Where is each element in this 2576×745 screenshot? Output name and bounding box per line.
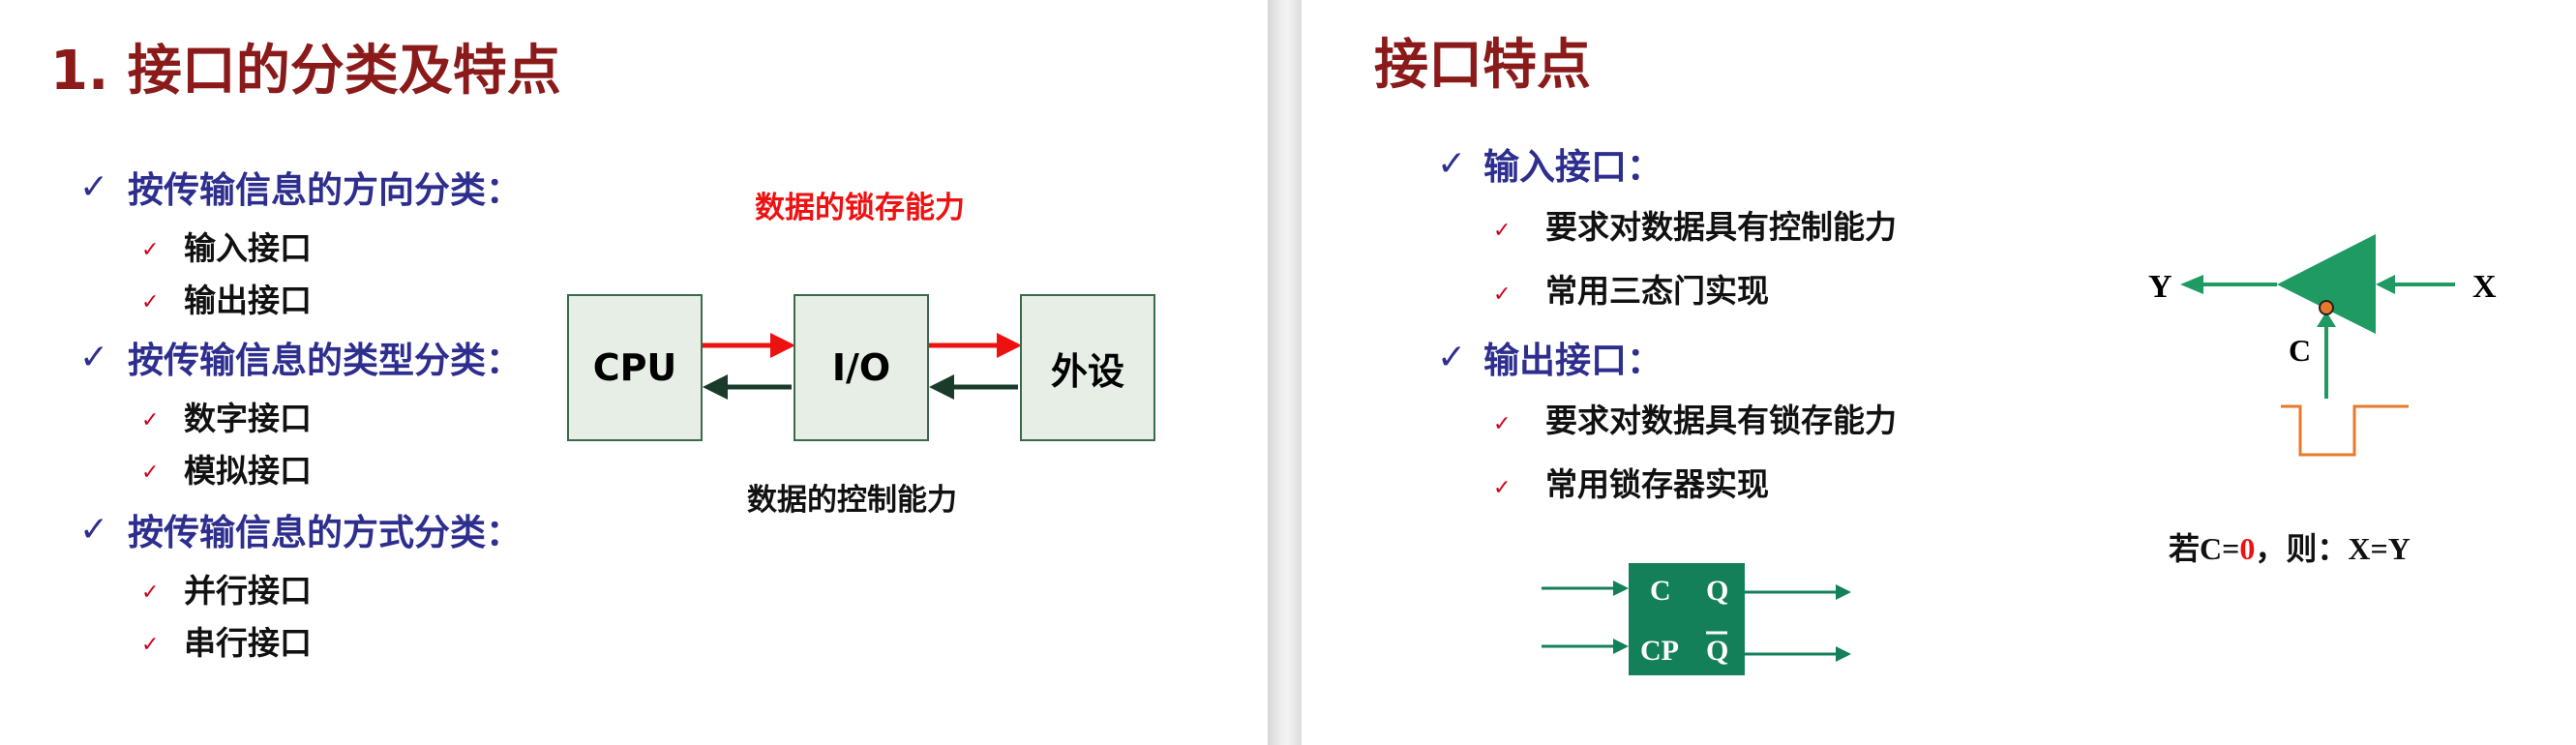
sub-item: 输出接口 [184,282,312,319]
check-icon: ✓ [79,510,109,550]
sub-item: 常用锁存器实现 [1545,465,1769,503]
check-icon: ✓ [79,167,109,207]
tristate-buffer-icon [2180,234,2455,399]
io-box: I/O [794,294,929,441]
sub-item: 常用三态门实现 [1545,272,1769,310]
condition-suffix: ，则：X=Y [2255,531,2411,566]
bullet-type: 按传输信息的类型分类： [128,340,522,381]
small-check-icon: ✓ [141,581,160,605]
check-icon: ✓ [1437,144,1467,184]
sub-item: 要求对数据具有锁存能力 [1545,402,1897,439]
bullet-direction: 按传输信息的方向分类： [128,169,522,211]
control-pulse-waveform [2281,404,2409,457]
arrowhead [703,374,728,400]
latch-pin-q: Q [1706,575,1729,607]
small-check-icon: ✓ [1493,476,1512,500]
caption-control-ability: 数据的控制能力 [747,483,957,518]
latch-pin-cp: CP [1640,635,1679,667]
bullet-input-interface: 输入接口： [1483,146,1662,188]
latch-pin-qbar: Q [1706,635,1729,667]
circuit-drawings [1542,234,2455,675]
arrowhead [770,333,795,358]
bullet-mode: 按传输信息的方式分类： [128,512,522,553]
peripheral-box: 外设 [1020,294,1155,441]
latch-block-icon [1542,563,1851,675]
condition-text: 若C=0，则：X=Y [2169,524,2411,569]
bullet-output-interface: 输出接口： [1483,340,1662,381]
small-check-icon: ✓ [1493,412,1512,436]
sub-item: 要求对数据具有控制能力 [1545,208,1897,246]
small-check-icon: ✓ [141,290,160,314]
small-check-icon: ✓ [1493,219,1512,243]
condition-value: 0 [2239,531,2256,566]
small-check-icon: ✓ [141,408,160,432]
latch-pin-c: C [1650,575,1671,607]
sub-item: 模拟接口 [184,452,312,490]
small-check-icon: ✓ [141,633,160,657]
sub-item: 并行接口 [184,572,312,610]
small-check-icon: ✓ [141,238,160,262]
page-title: 接口特点 [1374,34,1591,97]
small-check-icon: ✓ [141,461,160,485]
sub-item: 串行接口 [184,624,312,662]
sub-item: 输入接口 [184,229,312,267]
slide-interface-features: 接口特点 ✓ 输入接口： ✓ 要求对数据具有控制能力 ✓ 常用三态门实现 ✓ 输… [1302,0,2576,745]
input-label-x: X [2472,269,2497,305]
arrowhead [997,333,1022,358]
sub-item: 数字接口 [184,400,312,437]
data-flow-arrows [703,333,1022,400]
page-divider [1268,0,1302,745]
caption-latch-ability: 数据的锁存能力 [755,191,965,225]
condition-prefix: 若C= [2169,531,2240,566]
cpu-box: CPU [567,294,703,441]
small-check-icon: ✓ [1493,283,1512,307]
output-label-y: Y [2148,269,2172,305]
arrowhead [929,374,954,400]
page-title: 1. 接口的分类及特点 [50,40,561,103]
slide-interface-classification: 1. 接口的分类及特点 ✓ 按传输信息的方向分类： ✓ 输入接口 ✓ 输出接口 … [0,0,1268,745]
check-icon: ✓ [1437,338,1467,377]
control-label-c: C [2289,333,2312,368]
check-icon: ✓ [79,338,109,377]
